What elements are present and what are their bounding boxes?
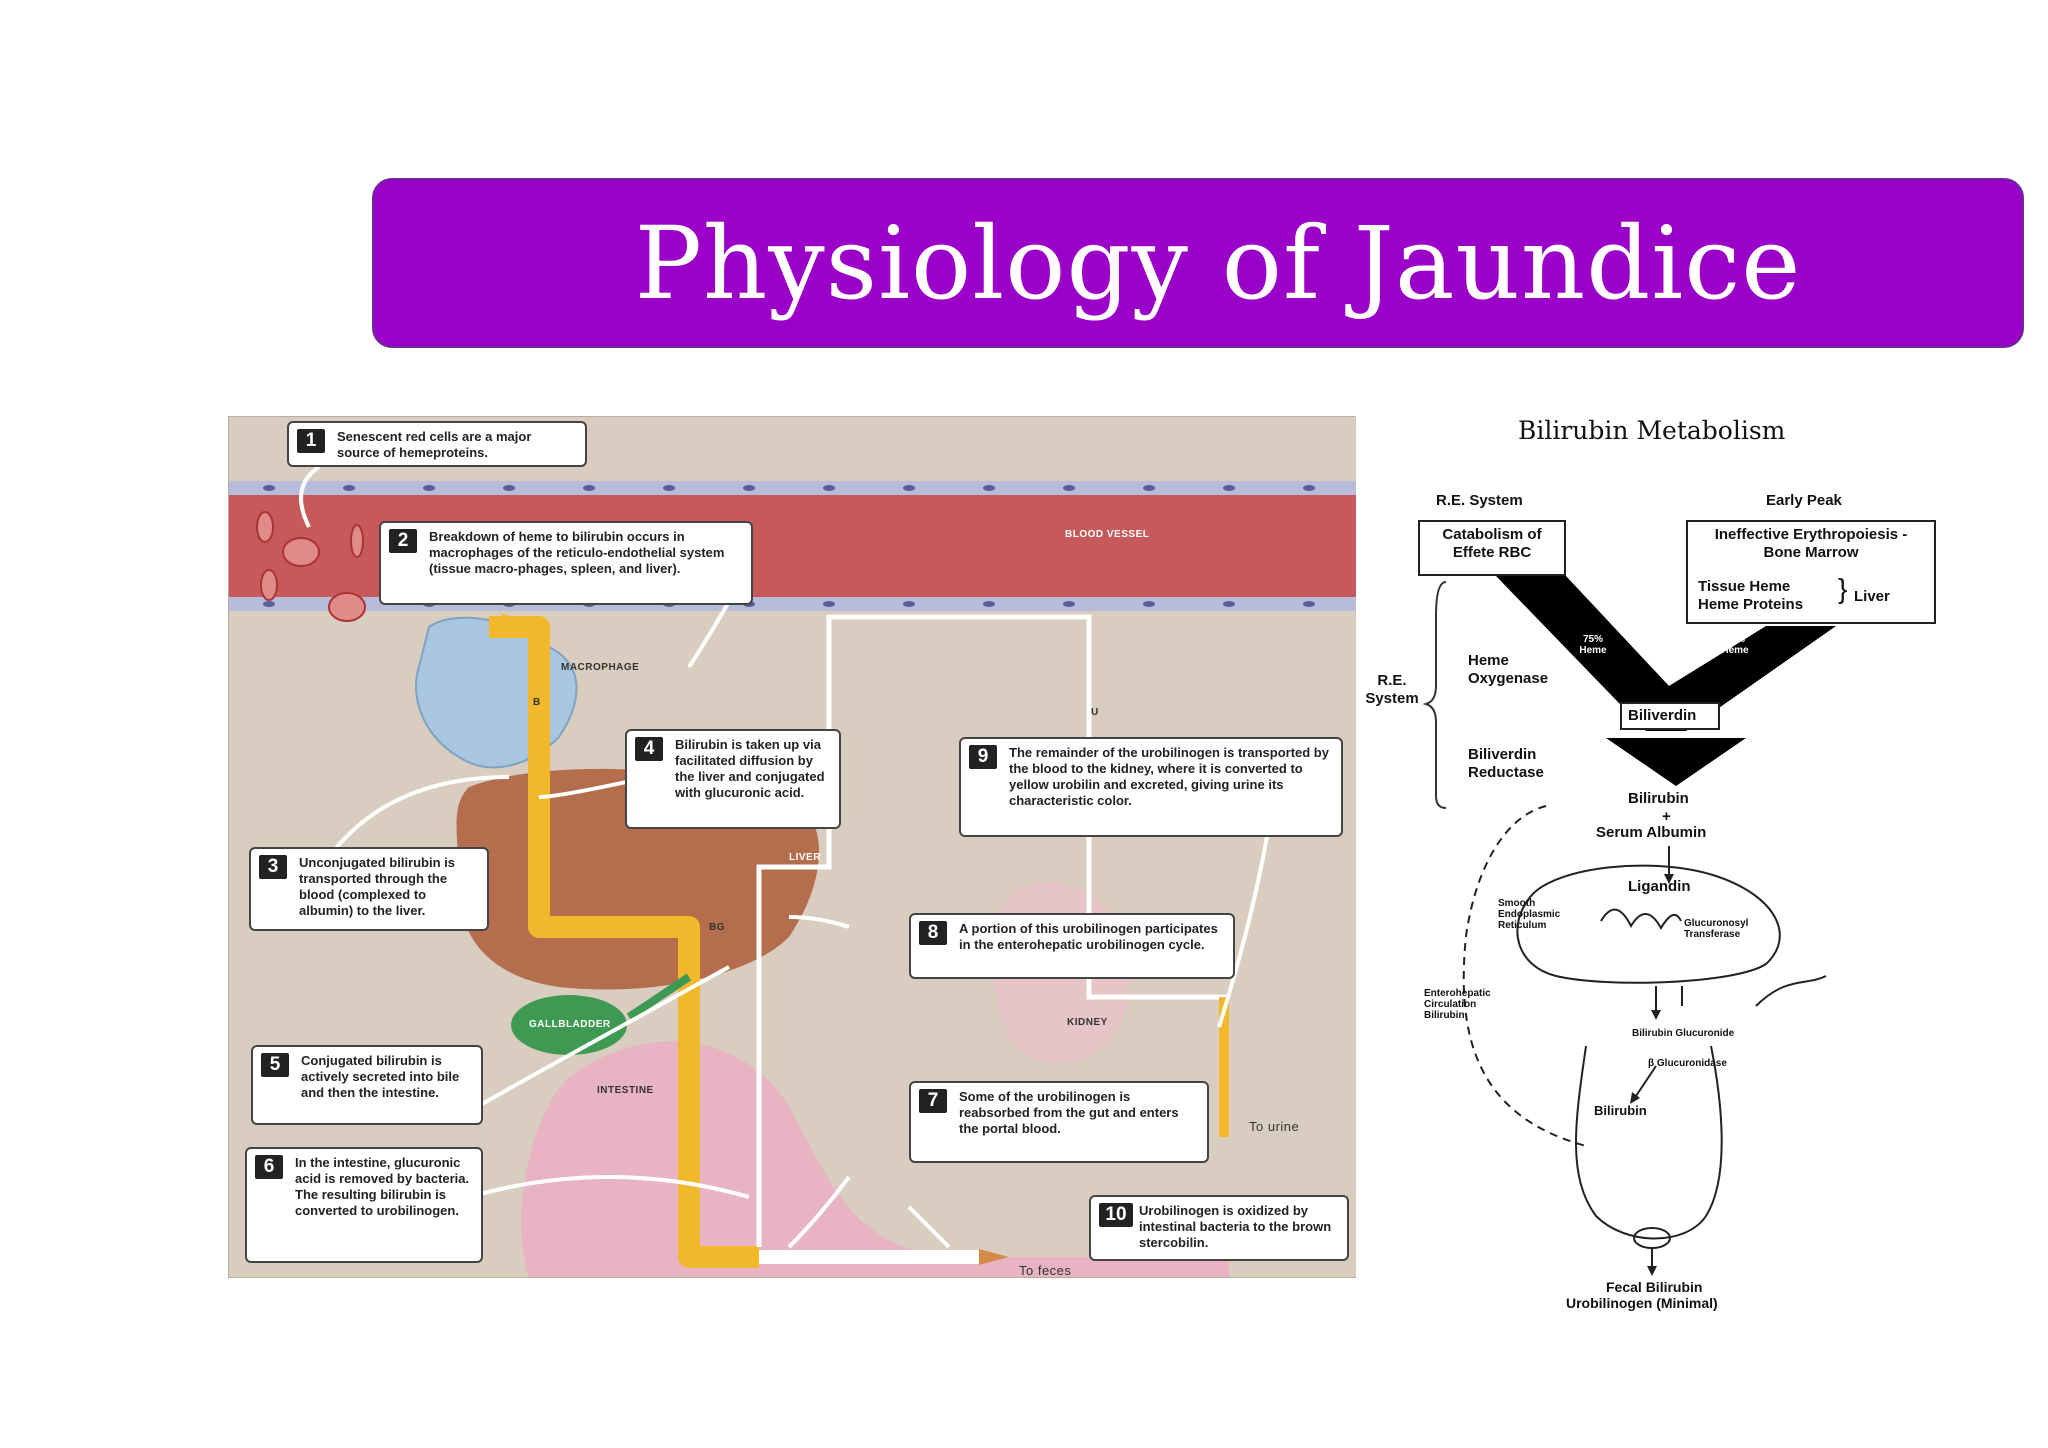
kidney-label: KIDNEY xyxy=(1067,1017,1108,1028)
early-peak-header: Early Peak xyxy=(1766,492,1842,509)
bilirubin-glucuronide-marker: BG xyxy=(709,922,725,933)
heme-proteins-text: Heme Proteins xyxy=(1698,596,1804,613)
plus-sign: + xyxy=(1662,808,1671,825)
to-urine-label: To urine xyxy=(1249,1119,1300,1134)
bilirubin-metabolism-diagram: Bilirubin Metabolism R.E. System Early P… xyxy=(1356,416,1946,1316)
bilirubin-marker: B xyxy=(533,697,541,708)
to-feces-label: To feces xyxy=(1019,1263,1072,1278)
biliverdin-text: Biliverdin xyxy=(1628,707,1697,724)
note-1: 1 Senescent red cells are a major source… xyxy=(287,421,587,467)
enterohepatic-label: Enterohepatic Circulation Bilirubin xyxy=(1424,988,1491,1021)
note-9: 9 The remainder of the urobilinogen is t… xyxy=(959,737,1343,837)
tissue-heme-text: Tissue Heme xyxy=(1698,578,1791,595)
metabolism-flow-lines xyxy=(1422,576,1836,1276)
pct-75-label: 75% Heme xyxy=(1579,634,1607,656)
note-number: 1 xyxy=(297,429,325,453)
metabolism-title: Bilirubin Metabolism xyxy=(1518,416,1786,445)
note-5: 5 Conjugated bilirubin is actively secre… xyxy=(251,1045,483,1125)
note-text: Senescent red cells are a major source o… xyxy=(337,429,532,460)
note-number: 10 xyxy=(1099,1203,1133,1227)
note-7: 7 Some of the urobilinogen is reabsorbed… xyxy=(909,1081,1209,1163)
intestine-outline xyxy=(1575,1045,1723,1240)
urobilinogen-path xyxy=(756,614,1227,1247)
bilirubin-label: Bilirubin xyxy=(1628,790,1689,807)
catabolism-text: Catabolism of Effete RBC xyxy=(1442,526,1542,561)
note-number: 7 xyxy=(919,1089,947,1113)
note-number: 8 xyxy=(919,921,947,945)
note-2: 2 Breakdown of heme to bilirubin occurs … xyxy=(379,521,753,605)
blood-vessel-label: BLOOD VESSEL xyxy=(1065,529,1150,540)
heme-funnel-arrow xyxy=(1496,576,1836,731)
note-text: Conjugated bilirubin is actively secrete… xyxy=(301,1053,460,1100)
note-8: 8 A portion of this urobilinogen partici… xyxy=(909,913,1235,979)
biliverdin-reductase-label: Biliverdin Reductase xyxy=(1468,746,1544,781)
liver-text: Liver xyxy=(1854,588,1890,605)
note-number: 3 xyxy=(259,855,287,879)
urobilinogen-minimal-label: Urobilinogen (Minimal) xyxy=(1566,1295,1718,1311)
slide-title: Physiology of Jaundice xyxy=(634,204,1802,322)
bilirubin-intestine-label: Bilirubin xyxy=(1594,1103,1647,1118)
macrophage-label: MACROPHAGE xyxy=(561,662,640,673)
note-number: 5 xyxy=(261,1053,289,1077)
glucuronosyl-label: Glucuronosyl Transferase xyxy=(1684,918,1749,940)
er-squiggle xyxy=(1600,908,1682,931)
re-system-side-label: R.E. System xyxy=(1365,672,1419,707)
note-number: 4 xyxy=(635,737,663,761)
re-system-brace xyxy=(1422,581,1447,809)
note-text: In the intestine, glucuronic acid is rem… xyxy=(295,1155,470,1218)
note-4: 4 Bilirubin is taken up via facilitated … xyxy=(625,729,841,829)
pct-25-label: 25% Heme xyxy=(1721,634,1749,656)
urobilinogen-marker: U xyxy=(1091,707,1099,718)
note-number: 9 xyxy=(969,745,997,769)
note-text: A portion of this urobilinogen participa… xyxy=(959,921,1218,952)
title-banner: Physiology of Jaundice xyxy=(372,178,2024,348)
biliverdin-arrow xyxy=(1606,738,1746,786)
liver-outline xyxy=(1516,864,1781,984)
note-3: 3 Unconjugated bilirubin is transported … xyxy=(249,847,489,931)
liver-brace: } xyxy=(1838,573,1848,604)
note-text: Unconjugated bilirubin is transported th… xyxy=(299,855,455,918)
beta-glucuronidase-label: β Glucuronidase xyxy=(1648,1058,1727,1069)
liver-label: LIVER xyxy=(789,852,821,863)
bilirubin-pathway-illustration: BLOOD VESSEL MACROPHAGE LIVER GALLBLADDE… xyxy=(228,416,1358,1278)
ineffective-text: Ineffective Erythropoiesis - Bone Marrow xyxy=(1714,526,1908,561)
catabolism-box: Catabolism of Effete RBC xyxy=(1418,520,1566,576)
note-text: Breakdown of heme to bilirubin occurs in… xyxy=(429,529,725,576)
bilirubin-glucuronide-label: Bilirubin Glucuronide xyxy=(1632,1028,1735,1039)
ligandin-label: Ligandin xyxy=(1628,878,1691,895)
heme-oxygenase-label: Heme Oxygenase xyxy=(1468,652,1549,687)
note-text: Some of the urobilinogen is reabsorbed f… xyxy=(959,1089,1179,1136)
note-number: 2 xyxy=(389,529,417,553)
note-text: Urobilinogen is oxidized by intestinal b… xyxy=(1139,1203,1332,1250)
note-text: Bilirubin is taken up via facilitated di… xyxy=(675,737,825,800)
re-system-header: R.E. System xyxy=(1436,492,1523,509)
macrophage xyxy=(414,616,578,769)
note-text: The remainder of the urobilinogen is tra… xyxy=(1009,745,1329,808)
biliverdin-box: Biliverdin xyxy=(1620,702,1720,730)
note-10: 10 Urobilinogen is oxidized by intestina… xyxy=(1089,1195,1349,1261)
intestine-label: INTESTINE xyxy=(597,1085,654,1096)
note-number: 6 xyxy=(255,1155,283,1179)
note-6: 6 In the intestine, glucuronic acid is r… xyxy=(245,1147,483,1263)
fecal-bilirubin-label: Fecal Bilirubin xyxy=(1606,1279,1703,1295)
early-peak-box: Ineffective Erythropoiesis - Bone Marrow… xyxy=(1686,520,1936,624)
gallbladder-label: GALLBLADDER xyxy=(529,1019,611,1030)
serum-albumin-label: Serum Albumin xyxy=(1596,824,1707,841)
smooth-er-label: Smooth Endoplasmic Reticulum xyxy=(1498,898,1561,931)
